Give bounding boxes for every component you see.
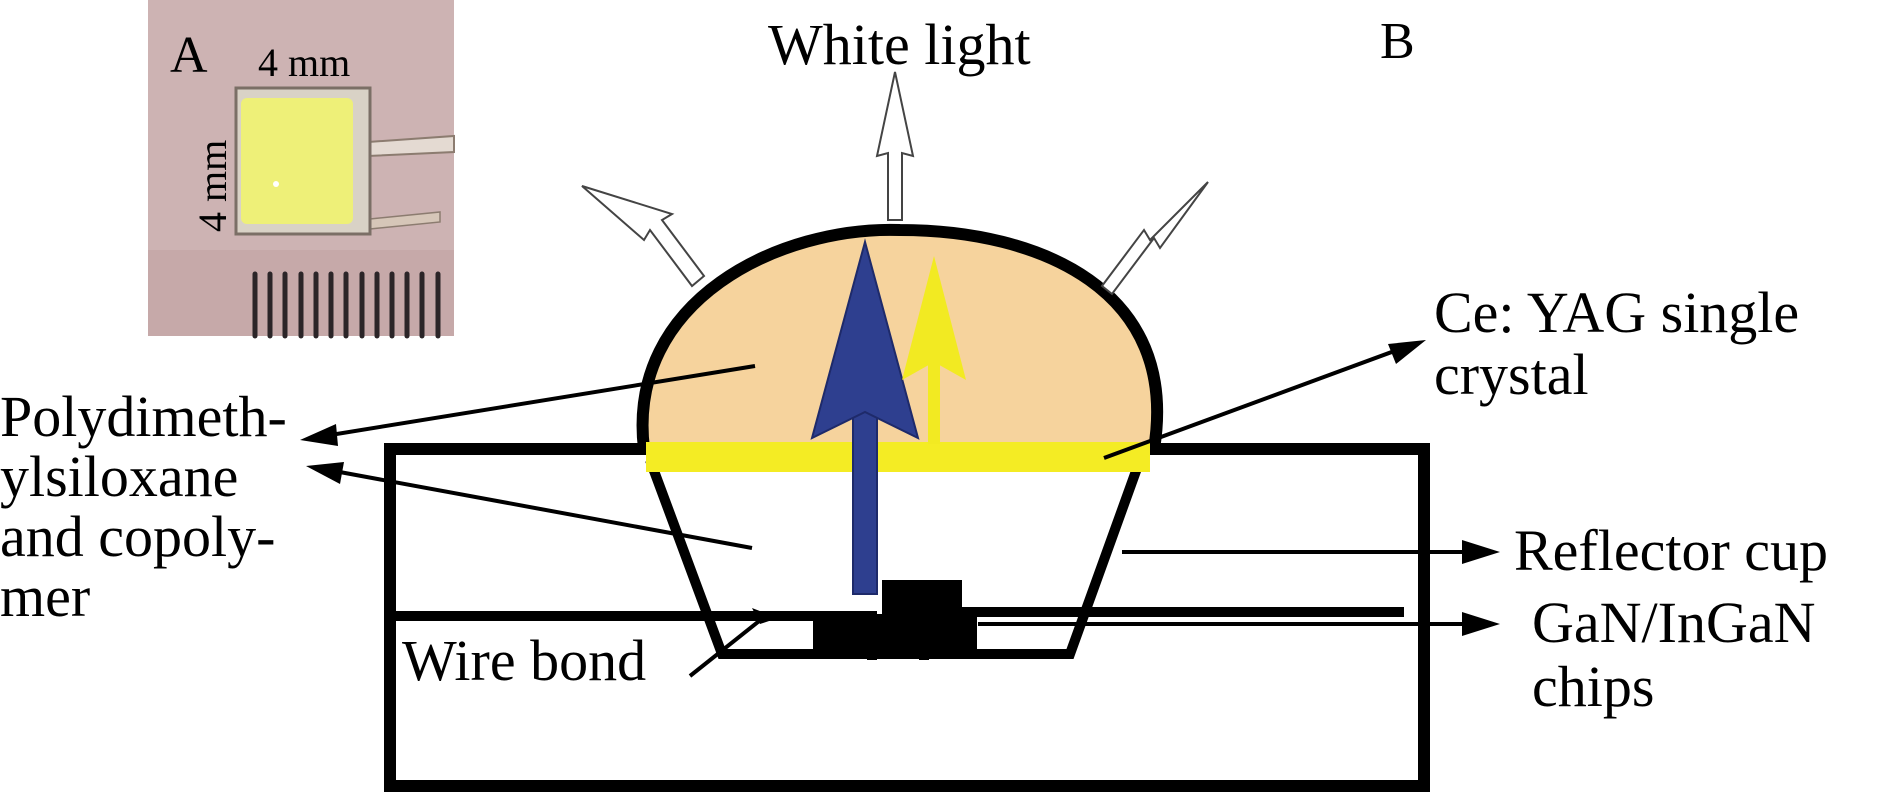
pointer-pdms-cup [317,466,753,550]
arrowhead-pdms-dome [300,424,338,446]
arrowhead-reflector [1462,540,1500,564]
photo-panel-a: A 4 mm 4 mm [148,0,455,339]
yellow-emission-arrow [902,256,966,444]
width-dimension-label: 4 mm [258,40,350,85]
pointer-crystal [1103,344,1409,460]
polymer-label-line3: and copoly- [0,504,275,569]
white-light-arrow-left [581,185,706,288]
polymer-label-line1: Polydimeth- [0,384,287,449]
gan-chip-top [882,580,962,614]
white-light-arrows [581,71,1209,296]
led-housing [384,443,1430,792]
yellow-arrow-shaft [928,360,940,444]
pdms-dome [636,223,1164,455]
blue-emission-arrow [810,238,920,595]
blue-arrow-shaft [852,411,878,595]
pointer-arrowheads [300,340,1500,636]
panel-a-letter: A [170,27,208,84]
pointer-wire-bond [688,612,770,678]
white-light-arrow-right [1100,181,1209,296]
pointer-pdms-dome [311,364,756,440]
housing-outline [384,443,1430,792]
chips-label-line1: GaN/InGaN [1532,590,1815,655]
gan-chip-base [813,614,977,654]
arrowhead-chips [1462,612,1500,636]
panel-b-letter: B [1380,13,1415,70]
white-light-label: White light [768,12,1031,77]
arrowhead-crystal [1388,340,1426,364]
arrowhead-wire-bond [752,608,778,624]
photo-ruler-ticks [252,271,441,339]
white-light-arrow-up [875,71,915,221]
crystal-label-line2: crystal [1434,342,1589,407]
polymer-label-line2: ylsiloxane [0,444,238,509]
chips-label-line2: chips [1532,654,1654,719]
reflector-cup-label: Reflector cup [1514,518,1828,583]
wire-bond-label: Wire bond [402,628,646,693]
photo-led-chip [241,98,353,224]
crystal-label-line1: Ce: YAG single [1434,280,1799,345]
photo-bright-spot [273,181,279,187]
blue-arrow-head [810,238,920,440]
yellow-arrow-head [902,256,966,380]
pointer-lines [311,344,1470,678]
ce-yag-crystal-layer [646,442,1150,472]
height-dimension-label: 4 mm [190,140,235,232]
arrowhead-pdms-cup [306,462,344,484]
polymer-label-line4: mer [0,564,90,629]
